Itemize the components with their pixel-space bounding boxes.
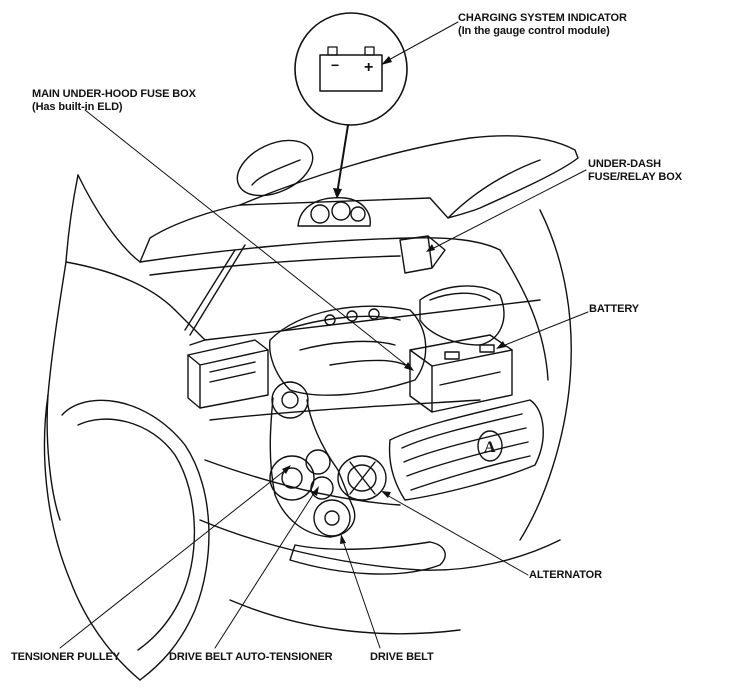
battery xyxy=(409,334,513,413)
main-fuse-box-subtitle: (Has built-in ELD) xyxy=(32,101,123,113)
idler-pulley xyxy=(305,449,331,475)
fog-light xyxy=(289,541,446,575)
crank-pulley-top xyxy=(271,381,309,419)
auto-tensioner-pulley xyxy=(310,476,334,500)
charging-indicator-callout: − + xyxy=(294,12,408,199)
leader-lines xyxy=(59,21,589,649)
magnifier-circle xyxy=(294,12,408,126)
charging-system-indicator-label: CHARGING SYSTEM INDICATOR (In the gauge … xyxy=(458,12,627,38)
charging-indicator-title: CHARGING SYSTEM INDICATOR xyxy=(458,12,627,24)
steering-wheel xyxy=(236,139,314,197)
tensioner-pulley-label: TENSIONER PULLEY xyxy=(11,651,121,663)
tensioner-pulley xyxy=(269,455,315,501)
drive-belt xyxy=(269,397,356,538)
gauge-cluster xyxy=(297,197,371,227)
drive-belt-label: DRIVE BELT xyxy=(370,651,434,663)
open-hood xyxy=(239,135,579,219)
battery-minus-sign: − xyxy=(331,57,339,73)
lower-pulley xyxy=(313,499,351,537)
alternator-label: ALTERNATOR xyxy=(529,569,602,581)
under-dash-title: UNDER-DASH xyxy=(588,158,661,170)
under-dash-subtitle: FUSE/RELAY BOX xyxy=(588,171,682,183)
under-dash-label: UNDER-DASH FUSE/RELAY BOX xyxy=(588,158,682,184)
alternator xyxy=(337,455,387,501)
battery-plus-sign: + xyxy=(364,59,373,76)
battery-label: BATTERY xyxy=(589,303,640,315)
main-fuse-box-title: MAIN UNDER-HOOD FUSE BOX xyxy=(32,88,196,100)
engine-bay xyxy=(139,235,541,421)
main-fuse-box xyxy=(187,339,269,409)
emblem xyxy=(477,430,503,462)
battery-symbol-icon: − + xyxy=(319,46,383,92)
under-dash-box xyxy=(399,235,446,274)
main-fuse-box-label: MAIN UNDER-HOOD FUSE BOX (Has built-in E… xyxy=(32,88,196,114)
belt-drive xyxy=(269,381,387,538)
auto-tensioner-label: DRIVE BELT AUTO-TENSIONER xyxy=(169,651,333,663)
front-grille: A xyxy=(388,399,544,501)
charging-indicator-subtitle: (In the gauge control module) xyxy=(458,25,610,37)
emblem-letter: A xyxy=(484,439,496,456)
car-body: A xyxy=(43,135,579,681)
front-tire xyxy=(61,399,210,681)
